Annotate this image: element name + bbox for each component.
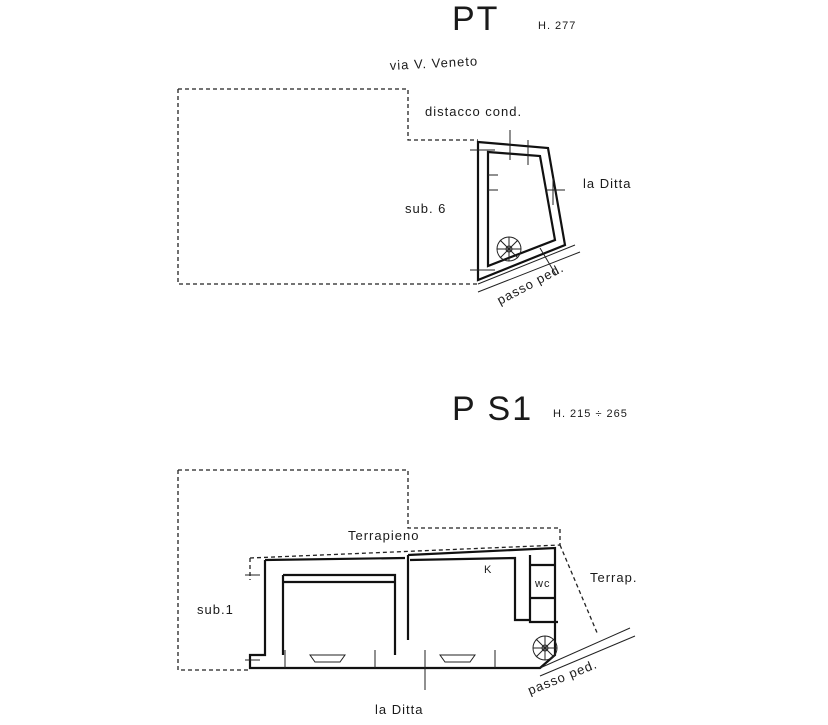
- basement-height: H. 215 ÷ 265: [553, 408, 628, 420]
- ground-floor-height: H. 277: [538, 20, 576, 32]
- kitchen-label: K: [484, 564, 492, 576]
- basement-window-marks: [245, 574, 496, 668]
- basement-kitchen-wall: [409, 556, 530, 622]
- detachment-label: distacco cond.: [425, 104, 522, 119]
- spiral-stair-icon: [496, 236, 522, 262]
- basement-passage-lines: [424, 627, 636, 690]
- passage-label-ground: passo ped.: [494, 260, 566, 308]
- neighbor-bottom-label: la Ditta: [375, 702, 423, 717]
- ground-unit-outer-wall: [476, 140, 567, 282]
- wc-label: wc: [534, 578, 550, 590]
- ground-unit-inner-wall: [486, 150, 557, 268]
- ground-floor-title: PT: [452, 0, 499, 38]
- basement-floor-plan: P S1 H. 215 ÷ 265 Terrapieno Terrap. K w…: [177, 390, 637, 717]
- embankment-label: Terrapieno: [348, 528, 419, 543]
- ground-passage-lines: [477, 244, 581, 293]
- subunit-6-label: sub. 6: [405, 201, 446, 216]
- embankment-boundary-dashed: [249, 544, 599, 636]
- basement-title: P S1: [452, 390, 533, 428]
- neighbor-right-label: la Ditta: [583, 176, 631, 191]
- passage-label-basement: passo ped.: [526, 656, 600, 697]
- ground-door-jambs: [470, 130, 565, 276]
- embankment-right-label: Terrap.: [590, 570, 637, 585]
- subunit-1-label: sub.1: [197, 602, 234, 617]
- street-label: via V. Veneto: [389, 53, 478, 73]
- basement-left-room-wall: [281, 573, 397, 655]
- neighbor-boundary-dashed: [177, 88, 478, 285]
- basement-neighbor-boundary-dashed: [177, 469, 561, 671]
- basement-spiral-stair-icon: [532, 635, 558, 661]
- basement-wc-wall: [528, 555, 558, 624]
- basement-outer-wall: [248, 546, 557, 670]
- ground-floor-plan: PT H. 277 via V. Veneto distacco cond. l…: [177, 0, 631, 308]
